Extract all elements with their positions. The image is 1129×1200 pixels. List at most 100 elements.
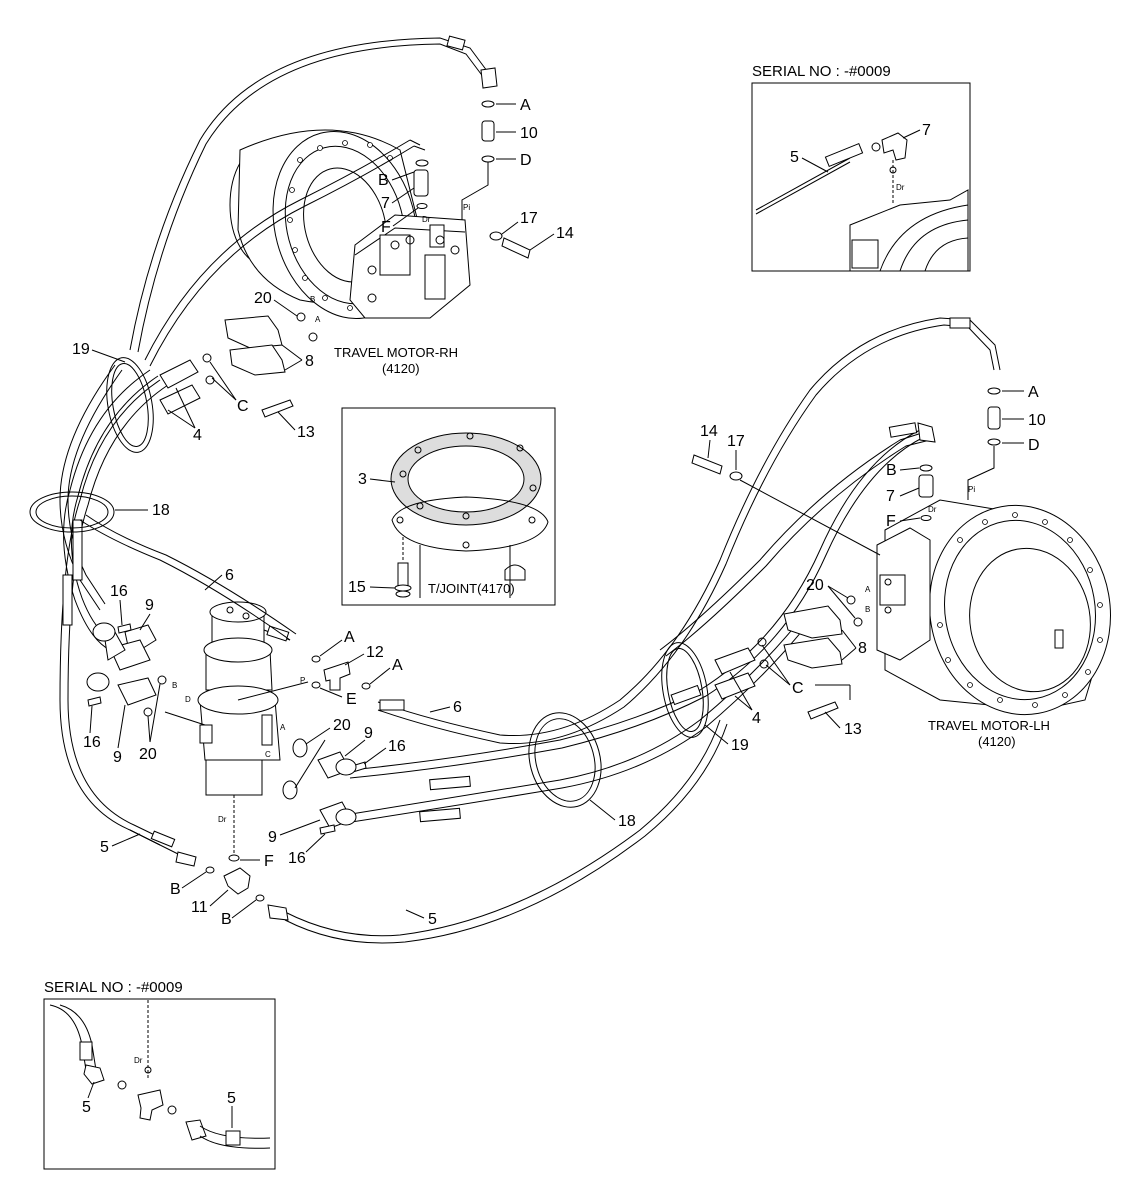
callout-8-rh: 8	[305, 353, 314, 370]
inset-bottom-callout-5a: 5	[82, 1099, 91, 1116]
callout-A-rh: A	[520, 97, 531, 114]
ring-18-right	[528, 712, 602, 808]
callout-6-right: 6	[453, 699, 462, 716]
callout-9-ul: 9	[145, 597, 154, 614]
callout-9-ll: 9	[113, 749, 122, 766]
bolt-14-lh	[691, 454, 723, 475]
travel-motor-lh-code: (4120)	[978, 734, 1016, 749]
callout-F-lh: F	[886, 513, 896, 530]
inset-bottom-fitting-2	[225, 1130, 241, 1146]
callout-6-left: 6	[225, 567, 234, 584]
inset-top-right: SERIAL NO : -#0009 Dr 5 7	[751, 63, 971, 272]
inset-bottom-serial-label: SERIAL NO : -#0009	[44, 979, 183, 996]
callout-5-right: 5	[428, 911, 437, 928]
callout-3: 3	[358, 471, 367, 488]
inset-top-dr-label: Dr	[896, 183, 905, 192]
fitting-4-lh-b	[714, 672, 756, 700]
callout-20-lh: 20	[806, 577, 824, 594]
fitting-4-rh-b	[159, 384, 201, 415]
rh-port-pi: Pi	[463, 203, 470, 212]
travel-motor-rh: B A Dr Pi TRAVEL MOTOR-RH (4120)	[229, 129, 471, 376]
callout-B-rh: B	[378, 172, 389, 189]
inset-top-oring	[871, 142, 881, 152]
flange-8-lh-b	[783, 637, 843, 669]
callout-4-rh: 4	[193, 427, 202, 444]
callout-B-cj2: B	[221, 911, 232, 928]
inset-bottom-dr-label: Dr	[134, 1056, 143, 1065]
callout-D-rh: D	[520, 152, 532, 169]
inset-bottom-fitting-1	[79, 1041, 93, 1061]
fitting-10-rh	[481, 120, 495, 142]
lh-port-b: B	[865, 605, 870, 614]
inset-top-motor	[849, 189, 969, 272]
callout-A-cj1: A	[344, 629, 355, 646]
callout-16-ur: 16	[388, 738, 406, 755]
travel-motor-lh-label: TRAVEL MOTOR-LH	[928, 718, 1050, 733]
ring-19-right	[661, 642, 709, 738]
callout-18-left: 18	[152, 502, 170, 519]
callout-16-ul: 16	[110, 583, 128, 600]
callout-F-rh: F	[381, 219, 391, 236]
callout-7-rh: 7	[381, 195, 390, 212]
callout-18-right: 18	[618, 813, 636, 830]
tjoint-flange	[391, 496, 549, 552]
callout-8-lh: 8	[858, 640, 867, 657]
callouts: A 10 D B 7 F 17 14 20 8 19 C 4 13 18 6 1…	[72, 97, 1046, 928]
callout-10-rh: 10	[520, 125, 538, 142]
small-parts	[86, 100, 1001, 902]
lh-port-pi: Pi	[968, 485, 975, 494]
hose-rh-drain	[129, 37, 491, 351]
callout-F-cj: F	[264, 853, 274, 870]
callout-13-rh: 13	[297, 424, 315, 441]
callout-20-left: 20	[139, 746, 157, 763]
inset-bottom-left: SERIAL NO : -#0009 Dr 5 5	[43, 979, 276, 1170]
fitting-10-lh	[987, 406, 1001, 430]
bolt-14-rh	[501, 237, 531, 259]
inset-top-serial-label: SERIAL NO : -#0009	[752, 63, 891, 80]
callout-A-lh: A	[1028, 384, 1039, 401]
flange-8-rh-b	[229, 344, 286, 376]
rh-port-dr: Dr	[422, 215, 431, 224]
callout-19-right: 19	[731, 737, 749, 754]
half-flange-9-ll	[117, 677, 157, 706]
callout-E: E	[346, 691, 357, 708]
callout-15: 15	[348, 579, 366, 596]
callout-9-lr: 9	[268, 829, 277, 846]
callout-7-lh: 7	[886, 488, 895, 505]
fitting-4-rh-a	[159, 359, 199, 389]
callout-19-left: 19	[72, 341, 90, 358]
tee-11	[223, 867, 251, 895]
flange-8-lh-a	[783, 605, 843, 639]
inset-top-callout-5: 5	[790, 149, 799, 166]
callout-14-lh: 14	[700, 423, 718, 440]
cj-port-b: B	[172, 681, 177, 690]
travel-motor-rh-label: TRAVEL MOTOR-RH	[334, 345, 458, 360]
center-joint: D A C P B Dr	[172, 601, 305, 855]
callout-B-cj1: B	[170, 881, 181, 898]
callout-9-ur: 9	[364, 725, 373, 742]
callout-16-ll: 16	[83, 734, 101, 751]
travel-motor-lh: A B Dr Pi TRAVEL MOTOR-LH (4120)	[865, 485, 1111, 749]
inset-bottom-callout-5b: 5	[227, 1090, 236, 1107]
callout-C-lh: C	[792, 680, 804, 697]
inset-top-valve	[851, 239, 879, 269]
callout-4-lh: 4	[752, 710, 761, 727]
rh-port-b: B	[310, 295, 315, 304]
flange-8-rh-a	[224, 315, 283, 349]
lh-port-dr: Dr	[928, 505, 937, 514]
lh-port-a: A	[865, 585, 871, 594]
tee-12	[323, 661, 351, 691]
callout-13-lh: 13	[844, 721, 862, 738]
callout-10-lh: 10	[1028, 412, 1046, 429]
inset-top-callout-7: 7	[922, 122, 931, 139]
fitting-4-lh-a	[714, 647, 756, 675]
callout-17-lh: 17	[727, 433, 745, 450]
lh-nameplate	[1054, 629, 1064, 649]
callout-A-cj2: A	[392, 657, 403, 674]
cj-port-a: A	[280, 723, 286, 732]
callout-D-lh: D	[1028, 437, 1040, 454]
callout-20-cj: 20	[333, 717, 351, 734]
ring-19-left	[106, 357, 154, 453]
callout-C-rh: C	[237, 398, 249, 415]
